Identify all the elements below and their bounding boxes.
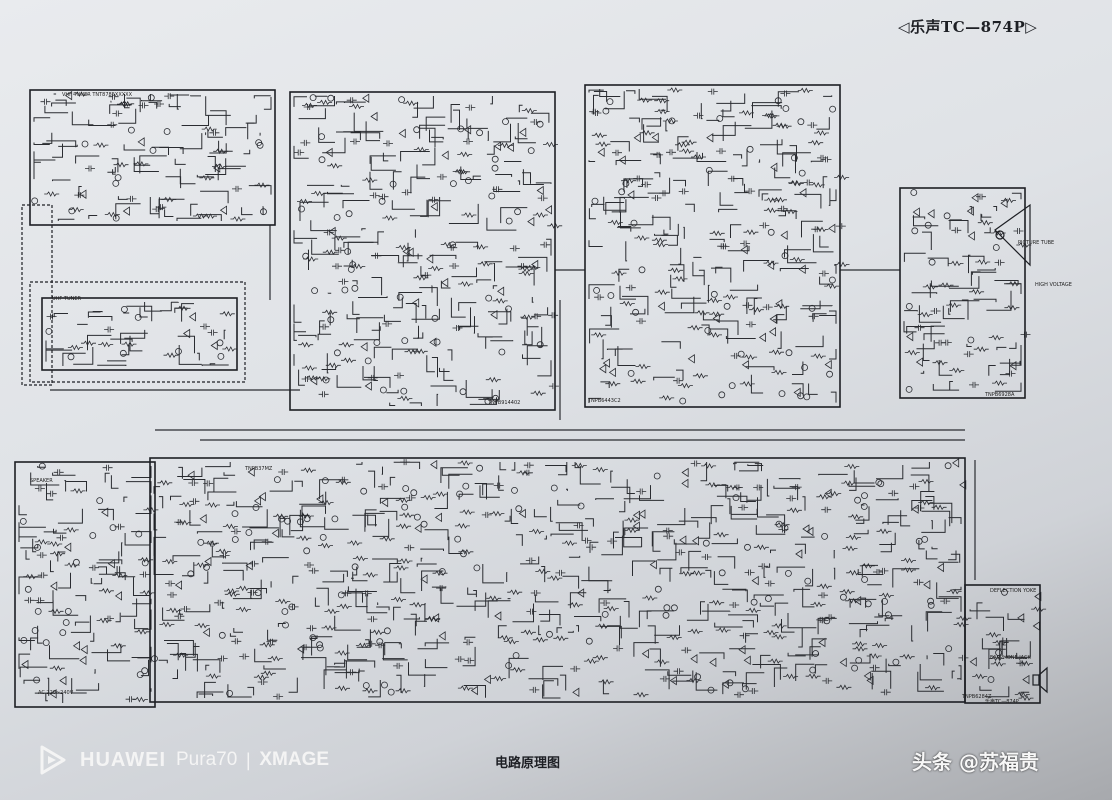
picture-tube-icon [994, 203, 1031, 267]
power-board-frame [14, 461, 156, 708]
chroma-board-frame [584, 84, 841, 408]
speaker-label: SPEAKER [30, 478, 53, 484]
uhf-tuner-frame [41, 297, 238, 371]
vhf-tuner-frame [29, 89, 276, 226]
left-dashed [21, 204, 53, 386]
main-board-frame [149, 457, 966, 703]
watermark-brand: HUAWEI [80, 748, 166, 771]
speaker-icon [1032, 666, 1048, 694]
deflection-label: DEFLECTION YOKE [990, 588, 1037, 594]
watermark-separator: | [245, 749, 252, 771]
camera-watermark: HUAWEI Pura70 | XMAGE [36, 742, 329, 778]
diagram-caption: 电路原理图 [495, 756, 561, 771]
huawei-watermark-icon [40, 745, 66, 775]
picture-tube-label: PICTURE TUBE [1018, 240, 1055, 246]
chroma-board-label: TNPB6443C2 [588, 398, 621, 404]
power-in-label: AC 220~240V [38, 690, 74, 696]
uhf-dashed [29, 281, 246, 383]
author-credit: 头条 @苏福贵 [912, 750, 1039, 774]
crt-board-label: TNPB6928A [985, 392, 1015, 398]
crt-board-frame [899, 187, 1026, 399]
model-label: ◁乐声TC—874P▷ [898, 18, 1038, 36]
high-voltage-label: HIGH VOLTAGE [1035, 282, 1072, 288]
watermark-tag: XMAGE [259, 749, 330, 770]
power-board-label: TNPB37MZ [245, 466, 273, 472]
if-board-frame [289, 91, 556, 411]
watermark-model: Pura70 [176, 749, 238, 770]
uhf-tuner-label: UHF TUNER [52, 296, 81, 302]
if-board-label: TNPB914402 [488, 400, 521, 406]
vhf-tuner-label: VHF TUNER TNT8785XXXXX [62, 92, 133, 98]
tc874p-small-label: 乐声TC—874P [985, 699, 1019, 705]
earphone-label: EARPHONE JACK [990, 655, 1031, 661]
output-board-frame [964, 584, 1041, 704]
main-board-label: TNPB6284Z [962, 694, 992, 700]
